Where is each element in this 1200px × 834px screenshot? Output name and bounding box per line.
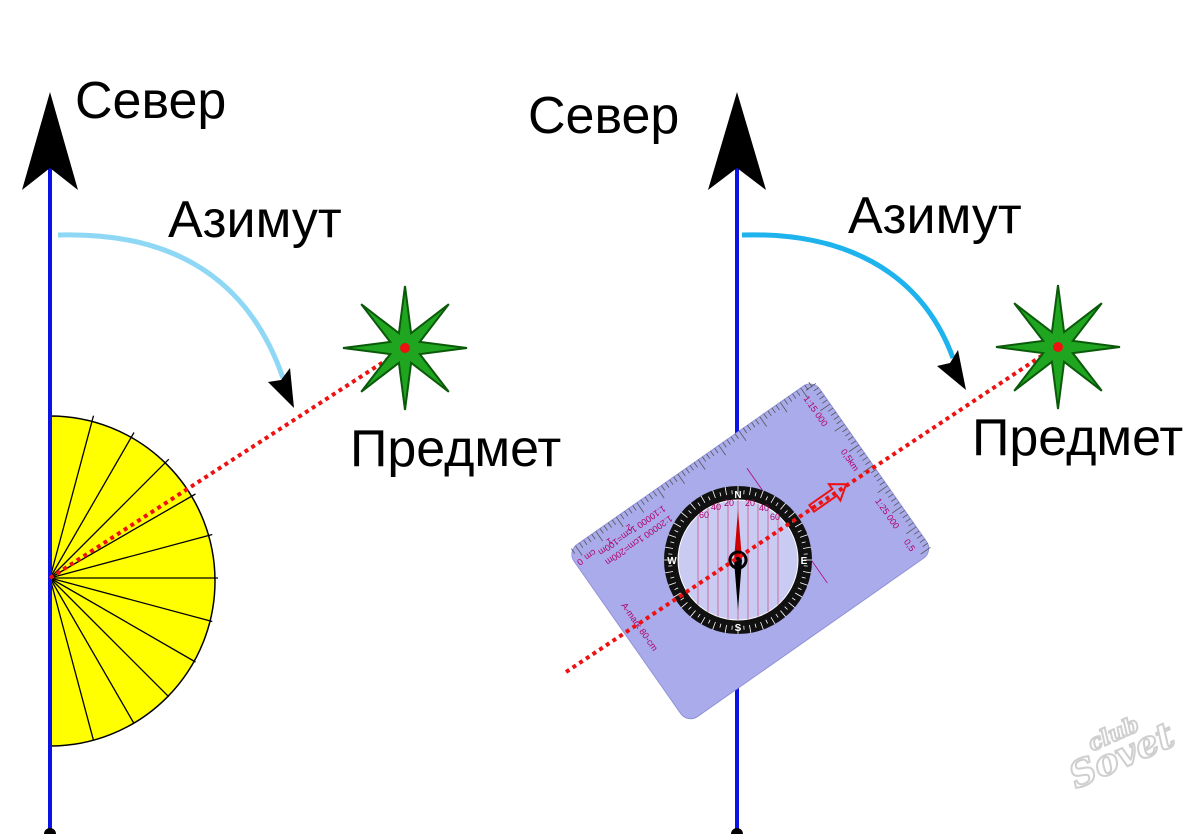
scale-top-3: 2 (624, 522, 634, 533)
scale-top-0: 0 (575, 556, 585, 567)
sight-line (564, 345, 1057, 674)
protractor (49, 415, 216, 747)
axis-end-dot (44, 828, 56, 834)
object-star (342, 285, 468, 411)
protractor-ray (49, 577, 196, 663)
north-label: Север (528, 87, 679, 145)
object-star (995, 284, 1121, 410)
plate-ruler (570, 381, 931, 556)
north-label: Север (75, 72, 226, 130)
watermark-logo: club Sovet (1062, 710, 1182, 798)
needle-south (734, 560, 742, 610)
svg-text:20: 20 (724, 498, 734, 508)
azimuth-arrowhead (268, 368, 294, 408)
object-label: Предмет (350, 420, 561, 478)
north-arrowhead (708, 92, 766, 190)
protractor-ray (49, 577, 170, 698)
svg-text:60: 60 (699, 510, 709, 520)
protractor-ray (49, 432, 135, 579)
protractor-ray (49, 577, 95, 741)
dial-ticks (664, 486, 812, 634)
azimuth-arrowhead (937, 350, 966, 390)
azimuth-label: Азимут (848, 187, 1022, 245)
cardinal-e: E (801, 556, 808, 567)
svg-text:40: 40 (711, 502, 721, 512)
azimuth-arc (741, 232, 956, 359)
azimuth-arc (57, 232, 286, 379)
right-panel: 1:10000 1cm=100m 1:20000 1cm=200m 0 cm 1… (528, 87, 1183, 834)
protractor-ray (49, 533, 213, 579)
protractor-rays (49, 415, 218, 741)
dial-meridians (697, 500, 779, 620)
scale-top-2: 1 (605, 536, 615, 547)
svg-text:60: 60 (770, 512, 780, 522)
protractor-ray (49, 577, 135, 724)
protractor-ray (49, 577, 213, 623)
object-label: Предмет (972, 409, 1183, 467)
cardinal-w: W (667, 556, 677, 567)
cardinal-s: S (735, 623, 742, 634)
azimuth-label: Азимут (168, 191, 342, 249)
north-arrowhead (22, 92, 78, 190)
left-panel: Север Азимут Предмет (22, 72, 561, 834)
svg-text:20: 20 (745, 498, 755, 508)
direction-arrow-icon (808, 483, 848, 514)
compass-dial: N E S W 60 40 20 20 40 60 (664, 486, 812, 634)
needle-north (734, 510, 742, 560)
sight-line (48, 348, 404, 580)
protractor-ray (49, 458, 170, 579)
protractor-ray (49, 415, 95, 579)
svg-text:40: 40 (759, 503, 769, 513)
axis-end-dot (731, 828, 743, 834)
compass: 1:10000 1cm=100m 1:20000 1cm=200m 0 cm 1… (570, 381, 931, 720)
cardinal-n: N (734, 490, 741, 501)
dial-numbers: 60 40 20 20 40 60 (699, 498, 780, 522)
